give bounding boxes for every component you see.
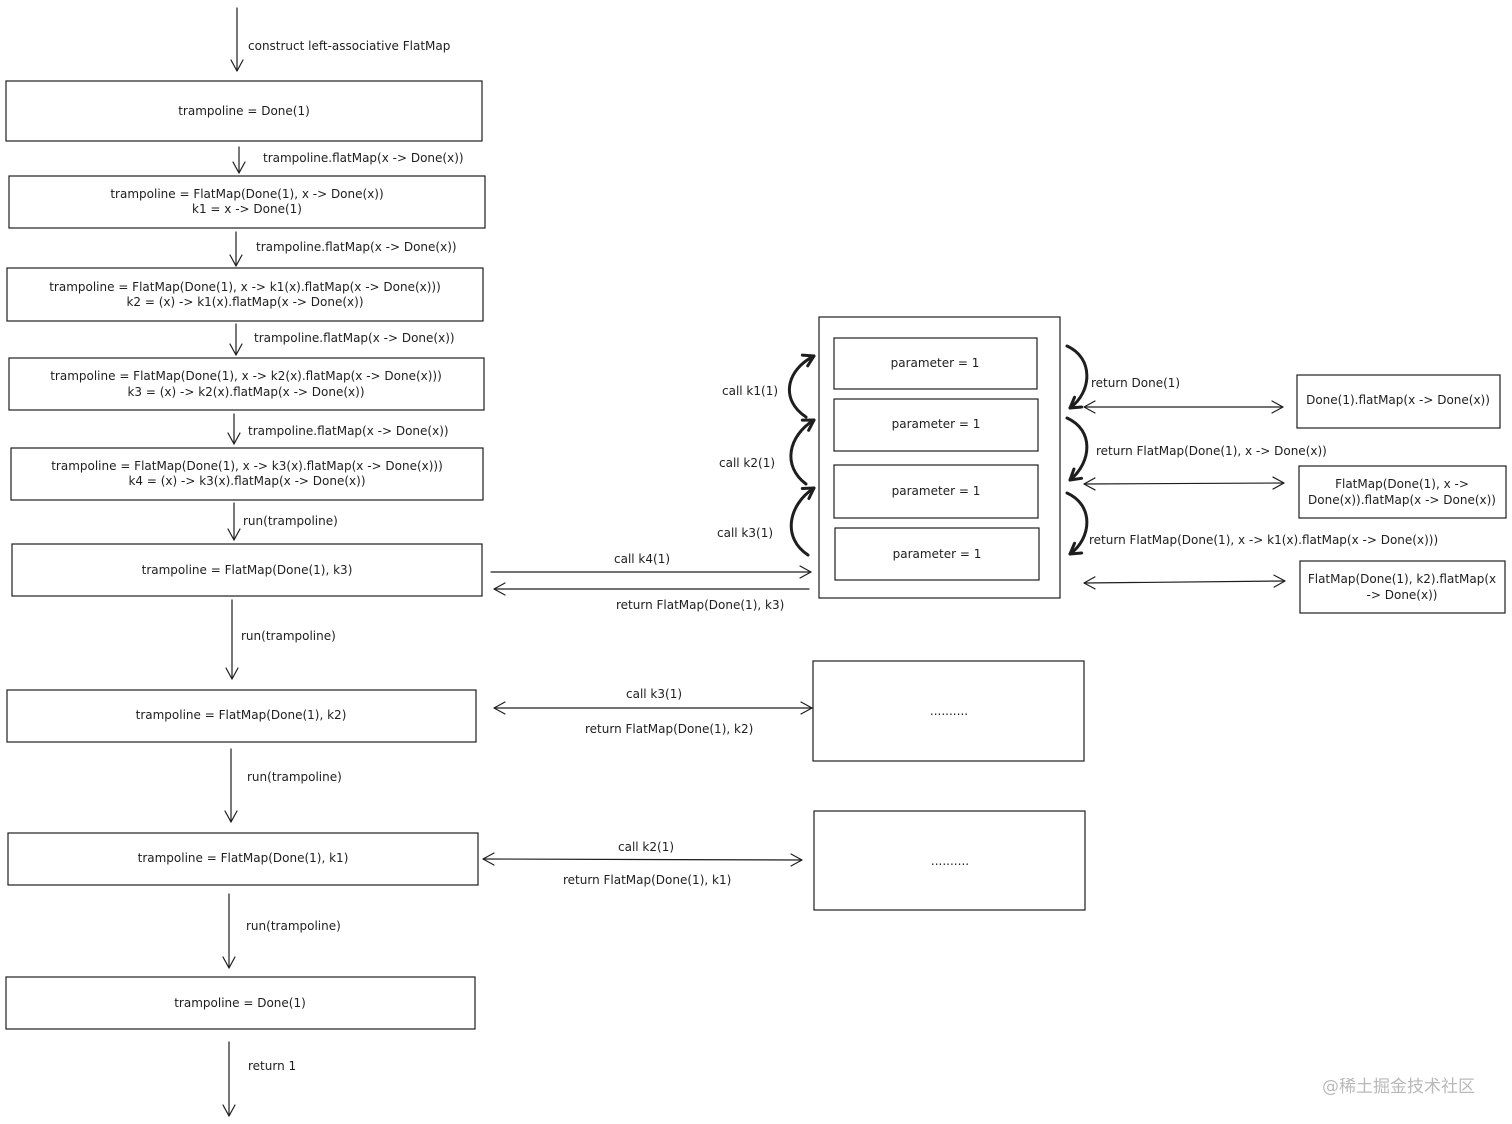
watermark: @稀土掘金技术社区 <box>1322 1077 1475 1097</box>
stack-frame-1: parameter = 1 <box>833 337 1038 390</box>
box-flatmap-done-k2: trampoline = FlatMap(Done(1), k2) <box>6 689 477 743</box>
label-return-1: return 1 <box>248 1059 296 1073</box>
box-line: trampoline = Done(1) <box>178 104 310 118</box>
result-box-2: FlatMap(Done(1), x -> Done(x)).flatMap(x… <box>1298 465 1507 519</box>
label-call-k4: call k4(1) <box>614 552 670 566</box>
arrow-call-k2-second <box>482 852 803 867</box>
box-line: Done(1).flatMap(x -> Done(x)) <box>1306 393 1490 407</box>
arrow-return-flatmap-2-curve <box>1065 491 1089 556</box>
box-line: trampoline = Done(1) <box>174 996 306 1010</box>
arrow-call-k2-curve <box>789 418 816 486</box>
arrow-return-done-curve <box>1065 344 1089 410</box>
label-call-k1: call k1(1) <box>722 384 778 398</box>
arrow-call-k3-curve <box>789 486 816 557</box>
label-return-k3: return FlatMap(Done(1), k3) <box>616 598 784 612</box>
box-flatmap-k4: trampoline = FlatMap(Done(1), x -> k3(x)… <box>10 447 484 501</box>
box-line: parameter = 1 <box>891 356 980 370</box>
label-flatmap-2: trampoline.flatMap(x -> Done(x)) <box>256 240 457 254</box>
label-return-flatmap-2: return FlatMap(Done(1), x -> k1(x).flatM… <box>1089 533 1438 547</box>
label-run-2: run(trampoline) <box>241 629 336 643</box>
box-line: k1 = x -> Done(1) <box>192 202 302 216</box>
box-line: parameter = 1 <box>892 484 981 498</box>
placeholder-box-1: .......... <box>812 660 1085 762</box>
label-return-flatmap-1: return FlatMap(Done(1), x -> Done(x)) <box>1096 444 1327 458</box>
box-flatmap-done-k1: trampoline = FlatMap(Done(1), k1) <box>7 832 479 886</box>
box-line: trampoline = FlatMap(Done(1), k1) <box>138 851 349 865</box>
call-stack-frame <box>818 316 1061 599</box>
placeholder-box-2: .......... <box>813 810 1086 911</box>
box-line: k3 = (x) -> k2(x).flatMap(x -> Done(x)) <box>127 385 364 399</box>
box-line: trampoline = FlatMap(Done(1), x -> k1(x)… <box>49 280 441 294</box>
label-run-1: run(trampoline) <box>243 514 338 528</box>
label-call-k2-second: call k2(1) <box>618 840 674 854</box>
label-return-k2: return FlatMap(Done(1), k2) <box>585 722 753 736</box>
label-return-k1: return FlatMap(Done(1), k1) <box>563 873 731 887</box>
box-line: parameter = 1 <box>892 417 981 431</box>
box-line: trampoline = FlatMap(Done(1), k3) <box>142 563 353 577</box>
label-return-done: return Done(1) <box>1091 376 1180 390</box>
arrow-link-result-2 <box>1083 476 1285 491</box>
arrow-call-k1-curve <box>788 353 816 419</box>
arrow-link-result-3 <box>1083 574 1286 590</box>
box-flatmap-k3: trampoline = FlatMap(Done(1), x -> k2(x)… <box>8 357 485 411</box>
box-line: k4 = (x) -> k3(x).flatMap(x -> Done(x)) <box>128 474 365 488</box>
box-line: .......... <box>930 704 968 718</box>
box-line: .......... <box>931 854 969 868</box>
label-construct: construct left-associative FlatMap <box>248 39 450 53</box>
box-trampoline-done-initial: trampoline = Done(1) <box>5 80 483 142</box>
box-line: -> Done(x)) <box>1367 588 1438 602</box>
label-flatmap-3: trampoline.flatMap(x -> Done(x)) <box>254 331 455 345</box>
box-line: trampoline = FlatMap(Done(1), x -> k2(x)… <box>50 369 442 383</box>
box-line: trampoline = FlatMap(Done(1), x -> k3(x)… <box>51 459 443 473</box>
box-line: Done(x)).flatMap(x -> Done(x)) <box>1308 493 1496 507</box>
box-flatmap-k1: trampoline = FlatMap(Done(1), x -> Done(… <box>8 175 486 229</box>
box-line: FlatMap(Done(1), x -> <box>1335 477 1469 491</box>
box-line: FlatMap(Done(1), k2).flatMap(x <box>1308 572 1496 586</box>
stack-frame-2: parameter = 1 <box>833 398 1039 452</box>
label-call-k2: call k2(1) <box>719 456 775 470</box>
result-box-1: Done(1).flatMap(x -> Done(x)) <box>1296 374 1501 429</box>
box-line: trampoline = FlatMap(Done(1), k2) <box>136 708 347 722</box>
box-line: trampoline = FlatMap(Done(1), x -> Done(… <box>110 187 383 201</box>
box-line: parameter = 1 <box>893 547 982 561</box>
box-trampoline-done-final: trampoline = Done(1) <box>5 976 476 1030</box>
box-line: k2 = (x) -> k1(x).flatMap(x -> Done(x)) <box>126 295 363 309</box>
arrow-return-flatmap-1-curve <box>1065 416 1089 482</box>
label-run-3: run(trampoline) <box>247 770 342 784</box>
label-flatmap-4: trampoline.flatMap(x -> Done(x)) <box>248 424 449 438</box>
stack-frame-4: parameter = 1 <box>834 527 1040 581</box>
label-call-k3-second: call k3(1) <box>626 687 682 701</box>
box-flatmap-k2: trampoline = FlatMap(Done(1), x -> k1(x)… <box>6 267 484 322</box>
box-flatmap-done-k3: trampoline = FlatMap(Done(1), k3) <box>11 543 483 597</box>
label-call-k3: call k3(1) <box>717 526 773 540</box>
stack-frame-3: parameter = 1 <box>833 464 1039 519</box>
label-flatmap-1: trampoline.flatMap(x -> Done(x)) <box>263 151 464 165</box>
result-box-3: FlatMap(Done(1), k2).flatMap(x -> Done(x… <box>1299 560 1506 614</box>
label-run-4: run(trampoline) <box>246 919 341 933</box>
